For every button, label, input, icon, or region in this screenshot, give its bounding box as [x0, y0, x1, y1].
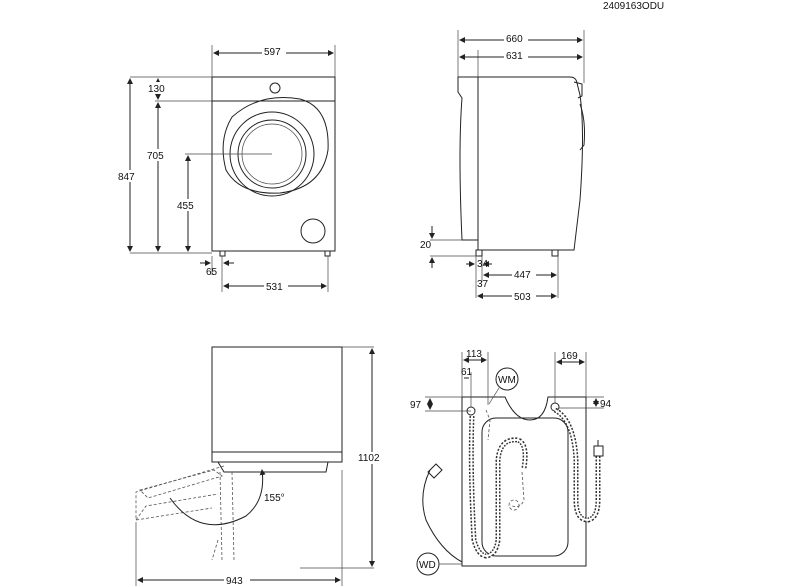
rear-panel	[481, 417, 569, 557]
drain-mark-label: WD	[419, 560, 436, 571]
side-foot-height-label: 20	[420, 240, 432, 251]
rear-view: WM WD 113 61 169 97 94	[410, 349, 612, 576]
side-foot-back-label: 37	[477, 279, 489, 290]
side-foot-front-label: 34	[477, 259, 489, 270]
rear-inlet-hole-label: 61	[461, 367, 473, 378]
machine-side-body	[457, 76, 583, 251]
power-cable	[422, 469, 463, 563]
front-foot-span-label: 531	[266, 282, 283, 293]
door-angle-label: 155°	[264, 493, 285, 504]
rear-drain-height-label: 94	[600, 399, 612, 410]
side-depth-base-label: 503	[514, 292, 531, 303]
front-door-top-height-label: 705	[147, 151, 164, 162]
front-height-total-label: 847	[118, 172, 135, 183]
machine-front-body	[211, 76, 336, 252]
document-code: 2409163ODU	[603, 1, 664, 12]
water-mark-label: WM	[498, 375, 516, 386]
program-knob	[269, 82, 281, 94]
front-top-offset-label: 130	[148, 84, 165, 95]
water-mark-circle	[495, 367, 519, 391]
door-outer-ring	[222, 96, 329, 194]
door-total-height-label: 1102	[358, 453, 380, 464]
open-door-outline	[135, 465, 225, 521]
door-open-view: 155° 1102 943	[135, 346, 386, 587]
front-foot-inset-label: 65	[206, 267, 218, 278]
rear-inlet-offset-label: 113	[466, 349, 482, 360]
machine-rear-body	[461, 396, 587, 567]
front-view: 597 847 130 705 455 65 531	[117, 45, 336, 293]
machine-top-body	[211, 346, 343, 463]
side-depth-total-label: 660	[506, 34, 523, 45]
front-width-label: 597	[264, 47, 281, 58]
filter-cover	[300, 218, 326, 244]
side-depth-body-label: 631	[506, 51, 523, 62]
side-view: 660 631 20 34 447 37 503	[420, 30, 585, 303]
rear-inlet-height-label: 97	[410, 400, 422, 411]
side-foot-span-label: 447	[514, 270, 531, 281]
power-plug	[427, 463, 443, 479]
front-door-center-height-label: 455	[177, 201, 194, 212]
rear-drain-offset-label: 169	[561, 351, 578, 362]
door-total-depth-label: 943	[226, 576, 243, 587]
